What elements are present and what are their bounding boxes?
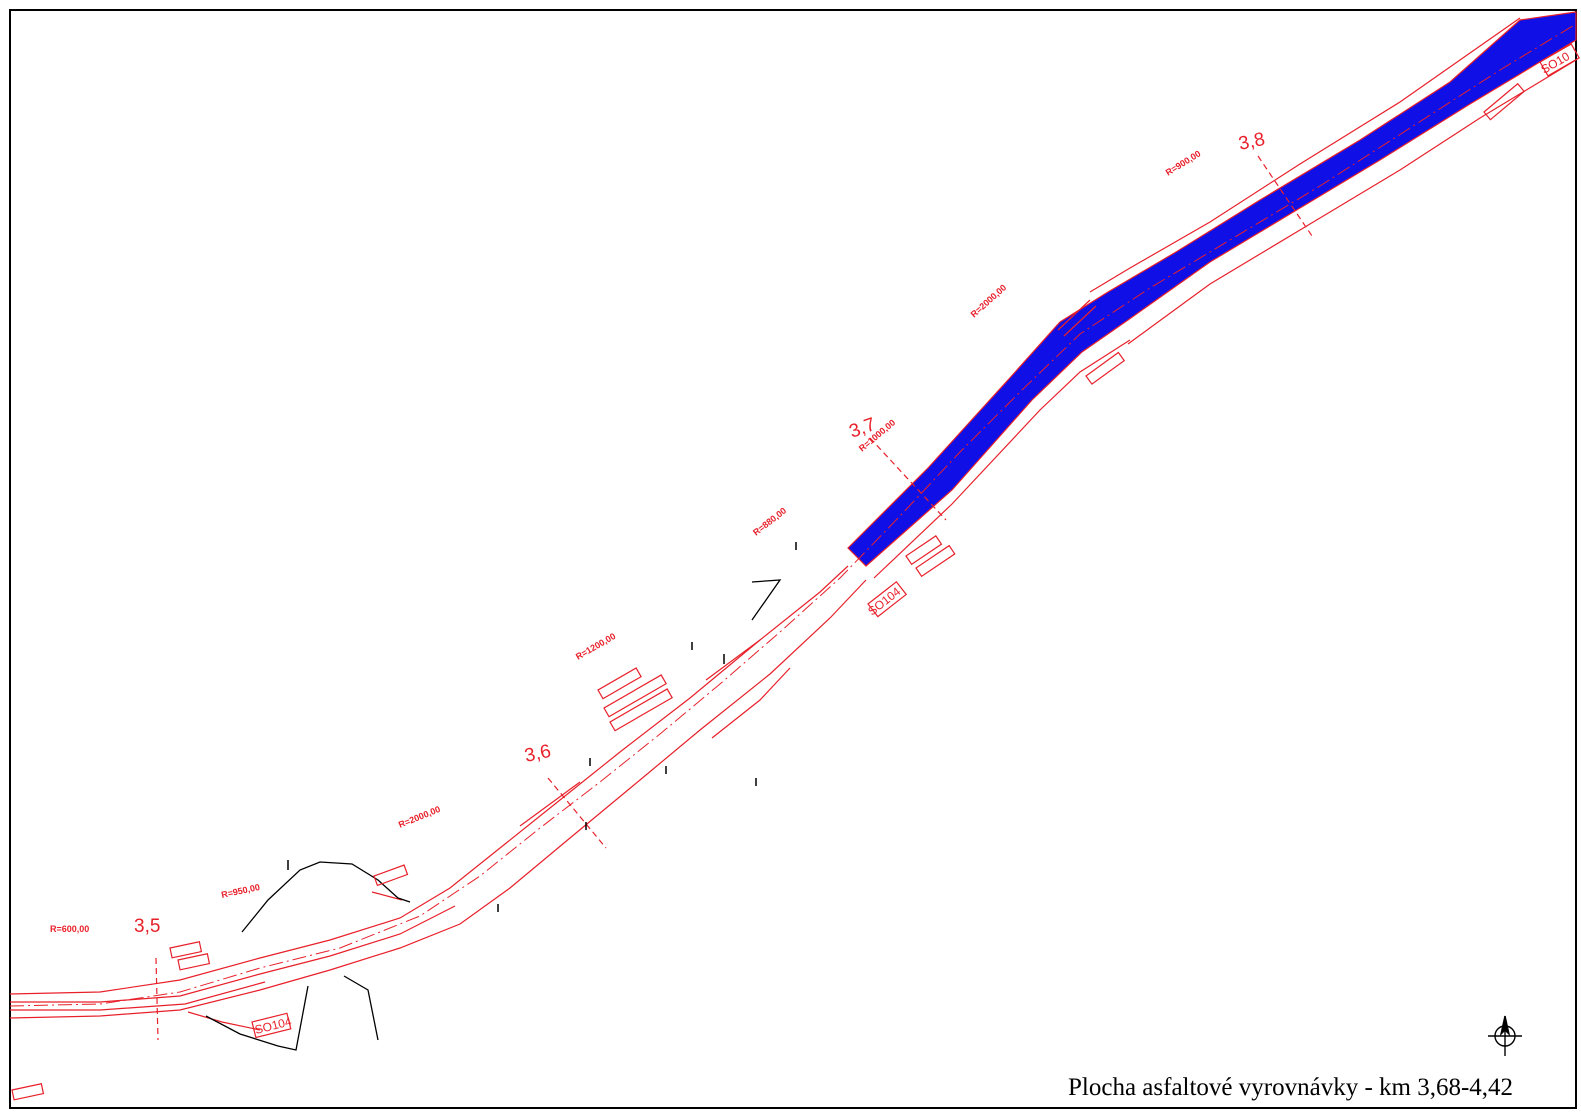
asphalt-leveling-area [847, 11, 1577, 567]
km-ticks [155, 155, 1313, 1041]
curve-radius-label: R=600,00 [50, 924, 89, 934]
km-marker-label: 3,8 [1237, 129, 1267, 155]
curve-radius-label: R=1200,00 [574, 631, 617, 662]
so104-label-group: SO104 [251, 1012, 293, 1039]
km-marker-label: 3,6 [523, 741, 553, 767]
km-marker-label: 3,5 [134, 916, 160, 937]
map-caption: Plocha asfaltové vyrovnávky - km 3,68-4,… [1068, 1074, 1514, 1101]
curve-radius-label: R=950,00 [220, 882, 261, 900]
road-edges [9, 17, 1577, 1031]
curve-radius-label: R=2000,00 [969, 282, 1009, 319]
annotation-boxes [11, 82, 1525, 1101]
north-arrow-icon [1488, 1015, 1522, 1056]
curve-radius-label: R=880,00 [751, 506, 788, 538]
road-centerline [9, 23, 1577, 1007]
sheet-border [9, 9, 1577, 1109]
curve-radius-label: R=2000,00 [397, 804, 442, 830]
terrain-lines [205, 579, 782, 1051]
so104-label-group: SO104 [865, 580, 908, 618]
survey-marks [287, 542, 797, 912]
curve-radius-label: R=900,00 [1164, 148, 1203, 177]
